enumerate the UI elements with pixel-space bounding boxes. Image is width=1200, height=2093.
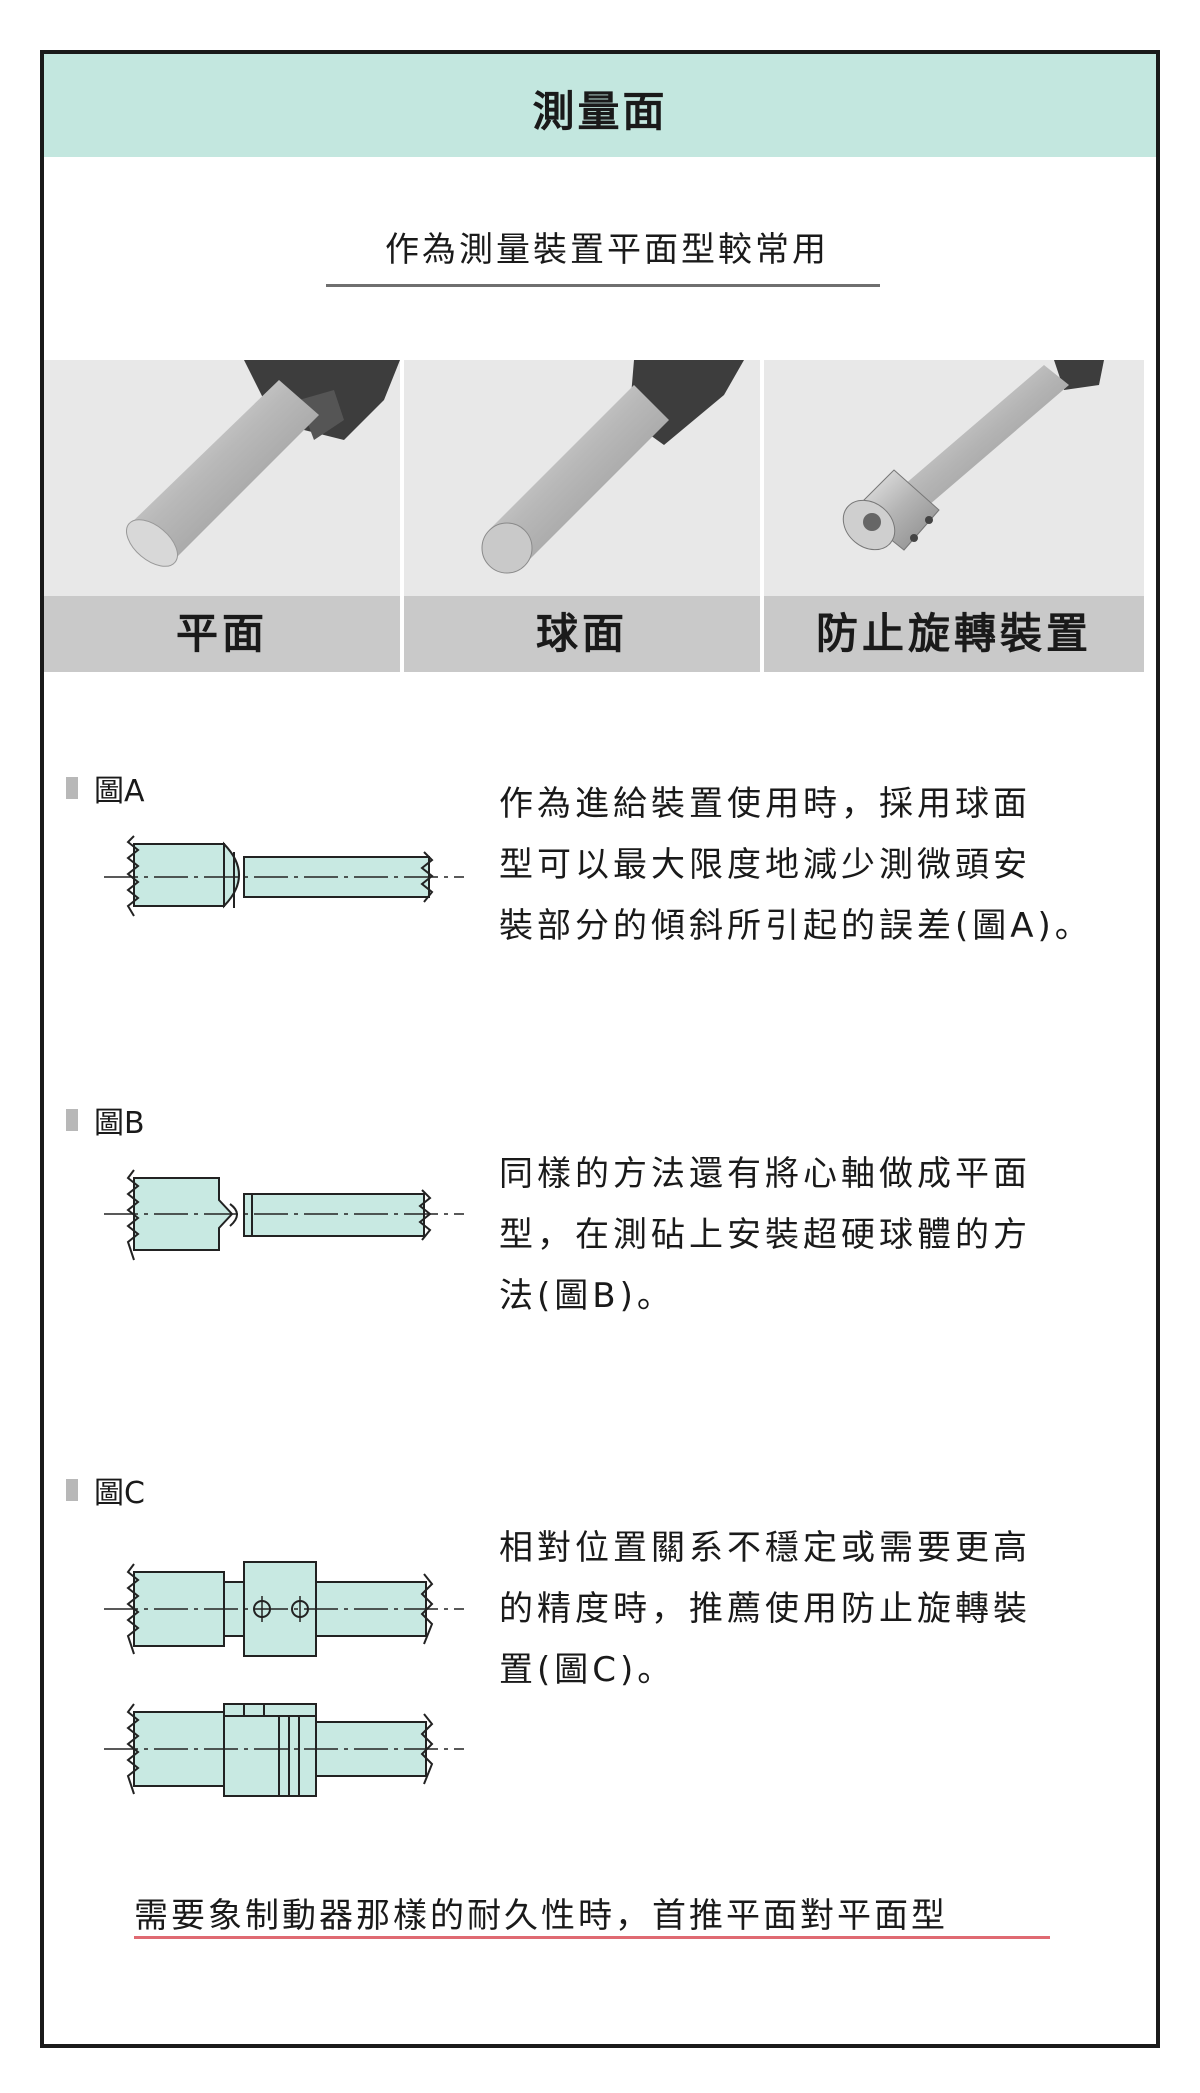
photo-card-flat: 平面 [44, 360, 400, 672]
figure-a-diagram [104, 835, 464, 917]
figure-c-bottom-diagram [104, 1703, 464, 1797]
figure-a-line-1: 作為進給裝置使用時，採用球面 [499, 784, 1031, 824]
figure-c-title: 圖C [94, 1476, 145, 1511]
figure-b-title: 圖B [94, 1106, 145, 1141]
figure-b-line-1: 同樣的方法還有將心軸做成平面 [499, 1154, 1031, 1194]
photo-card-spherical: 球面 [404, 360, 760, 672]
figure-a-label: 圖A [66, 766, 145, 810]
figure-c-line-1: 相對位置關系不穩定或需要更高 [499, 1528, 1031, 1568]
figure-b-diagram [104, 1169, 464, 1261]
figure-c-top-diagram [104, 1561, 464, 1657]
page-title: 測量面 [532, 87, 668, 136]
photo-label-spherical: 球面 [404, 596, 760, 672]
bullet-square-icon [66, 1109, 78, 1131]
measuring-face-photos: 平面 球面 [44, 360, 1144, 672]
footer-underline [134, 1936, 1050, 1939]
footer-note: 需要象制動器那樣的耐久性時，首推平面對平面型 [134, 1896, 948, 1936]
figure-a-description: 作為進給裝置使用時，採用球面 型可以最大限度地減少測微頭安 裝部分的傾斜所引起的… [499, 774, 1139, 957]
header-bar: 測量面 [44, 54, 1156, 157]
figure-c-line-2: 的精度時，推薦使用防止旋轉裝 [499, 1589, 1031, 1629]
content-frame: 測量面 作為測量裝置平面型較常用 平面 [40, 50, 1160, 2048]
anti-rotation-device-photo [764, 360, 1144, 596]
photo-card-anti-rotation: 防止旋轉裝置 [764, 360, 1144, 672]
subtitle-underline [326, 284, 880, 287]
figure-b-label: 圖B [66, 1098, 145, 1142]
figure-c-label: 圖C [66, 1468, 145, 1512]
figure-a-line-3: 裝部分的傾斜所引起的誤差(圖A)。 [499, 906, 1093, 946]
figure-b-description: 同樣的方法還有將心軸做成平面 型，在測砧上安裝超硬球體的方 法(圖B)。 [499, 1144, 1139, 1327]
figure-a-title: 圖A [94, 774, 145, 809]
photo-label-anti-rotation: 防止旋轉裝置 [764, 596, 1144, 672]
figure-a-line-2: 型可以最大限度地減少測微頭安 [499, 845, 1031, 885]
figure-c-line-3: 置(圖C)。 [499, 1650, 676, 1690]
photo-label-flat: 平面 [44, 596, 400, 672]
bullet-square-icon [66, 1479, 78, 1501]
spherical-anvil-photo [404, 360, 760, 596]
subtitle: 作為測量裝置平面型較常用 [385, 230, 829, 270]
figure-b-line-2: 型，在測砧上安裝超硬球體的方 [499, 1215, 1031, 1255]
bullet-square-icon [66, 777, 78, 799]
flat-anvil-photo [44, 360, 400, 596]
figure-b-line-3: 法(圖B)。 [499, 1276, 675, 1316]
figure-c-description: 相對位置關系不穩定或需要更高 的精度時，推薦使用防止旋轉裝 置(圖C)。 [499, 1518, 1139, 1701]
